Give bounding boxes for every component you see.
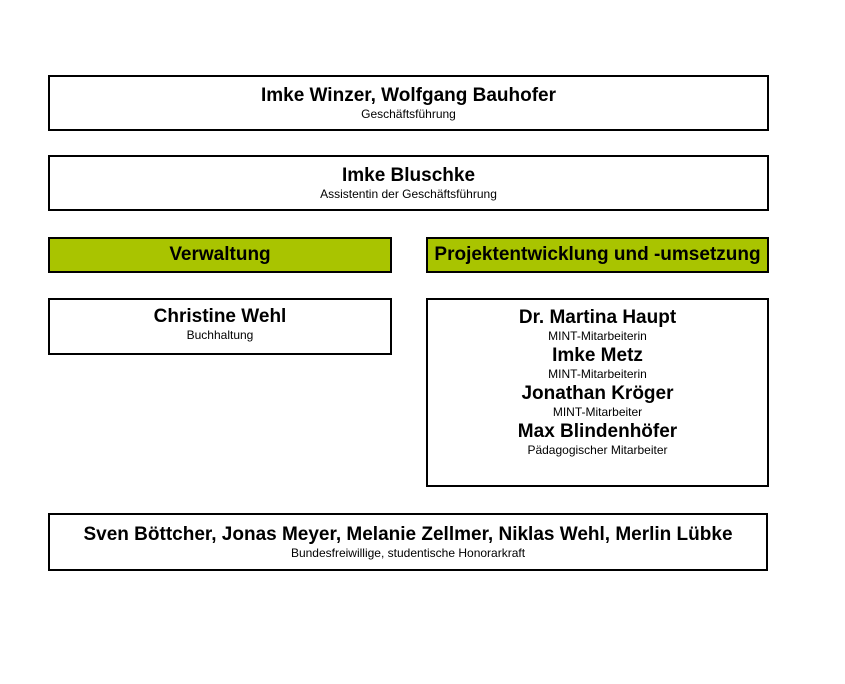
volunteers-role: Bundesfreiwillige, studentische Honorark… [290, 545, 526, 560]
assistant-box: Imke Bluschke Assistentin der Geschäftsf… [48, 155, 769, 211]
project-staff-name: Jonathan Kröger [521, 383, 674, 404]
management-names: Imke Winzer, Wolfgang Bauhofer [260, 84, 557, 106]
department-projects: Projektentwicklung und -umsetzung [426, 237, 769, 273]
management-role: Geschäftsführung [361, 106, 456, 121]
assistant-name: Imke Bluschke [341, 164, 476, 186]
project-staff-role: MINT-Mitarbeiterin [548, 367, 647, 381]
management-box: Imke Winzer, Wolfgang Bauhofer Geschäfts… [48, 75, 769, 131]
project-staff-name: Max Blindenhöfer [517, 421, 678, 442]
volunteers-box: Sven Böttcher, Jonas Meyer, Melanie Zell… [48, 513, 768, 571]
admin-staff-box: Christine Wehl Buchhaltung [48, 298, 392, 355]
project-staff-name: Imke Metz [552, 345, 643, 366]
project-staff-name: Dr. Martina Haupt [518, 307, 677, 328]
project-staff-box: Dr. Martina Haupt MINT-Mitarbeiterin Imk… [426, 298, 769, 487]
admin-staff-role: Buchhaltung [186, 328, 254, 342]
project-staff-role: MINT-Mitarbeiterin [548, 329, 647, 343]
assistant-role: Assistentin der Geschäftsführung [320, 186, 497, 201]
project-staff-role: MINT-Mitarbeiter [552, 405, 643, 419]
department-admin: Verwaltung [48, 237, 392, 273]
volunteers-names: Sven Böttcher, Jonas Meyer, Melanie Zell… [83, 523, 733, 545]
admin-staff-name: Christine Wehl [153, 306, 287, 327]
project-staff-role: Pädagogischer Mitarbeiter [527, 443, 668, 457]
